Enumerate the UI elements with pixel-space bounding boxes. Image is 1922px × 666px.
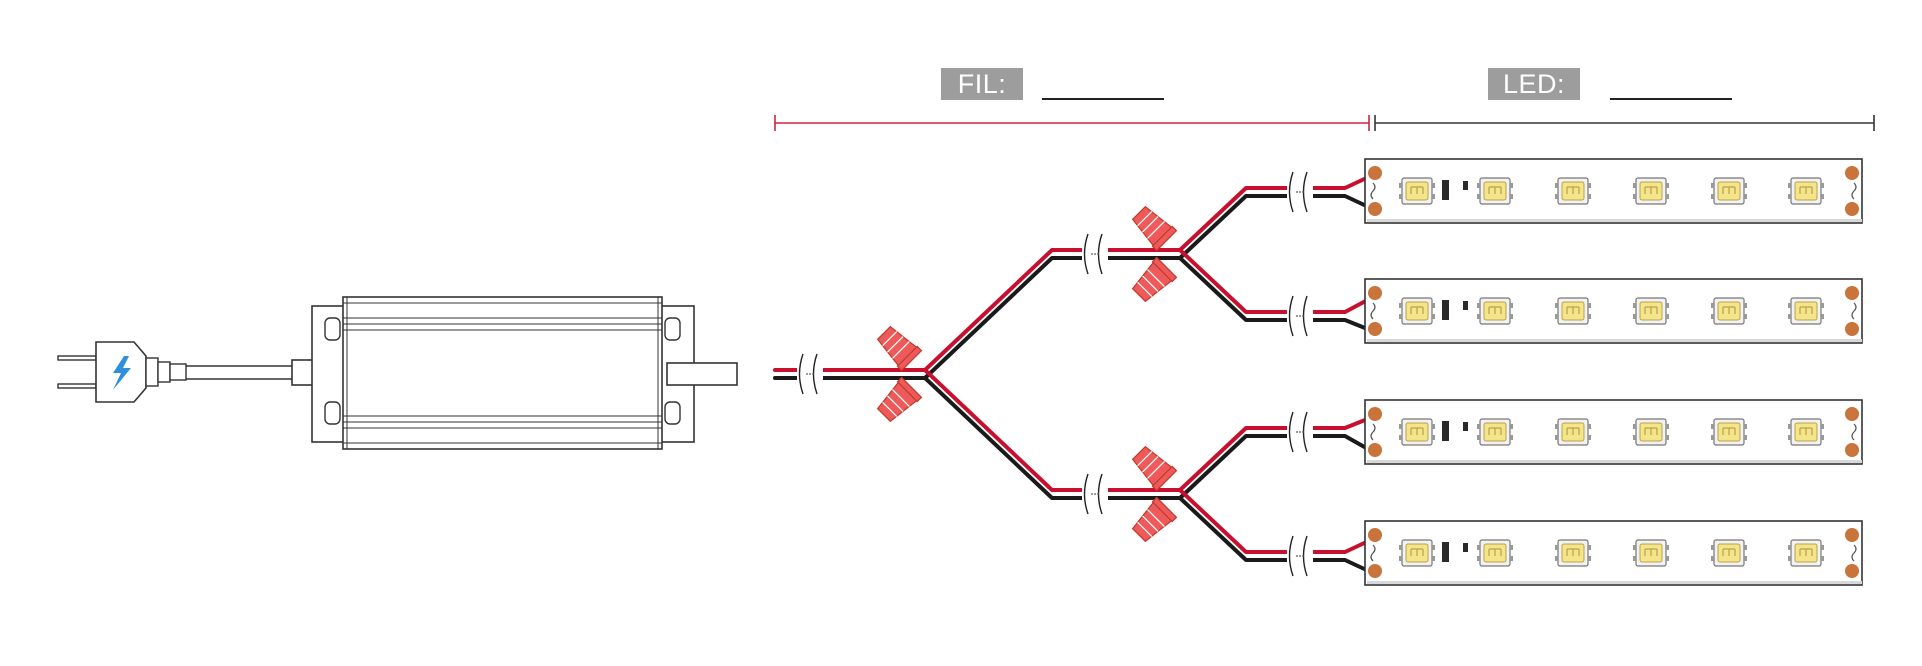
wire-dimension-bar: [774, 115, 1370, 131]
led-dimension-bar: [1374, 115, 1875, 131]
wire-harness: [773, 172, 1377, 576]
led-strip-icon: [1365, 159, 1862, 585]
led-length-label: LED:: [1488, 68, 1580, 100]
wire-length-blank: [1042, 98, 1164, 100]
power-plug-icon: [57, 341, 187, 403]
power-supply-icon: [311, 296, 738, 450]
led-length-blank: [1610, 98, 1732, 100]
wire-break-icon: [796, 171, 1314, 577]
wire-connector-icon: [873, 202, 1178, 546]
lightning-bolt-icon: [113, 356, 131, 390]
wire-length-label: FIL:: [941, 68, 1023, 100]
